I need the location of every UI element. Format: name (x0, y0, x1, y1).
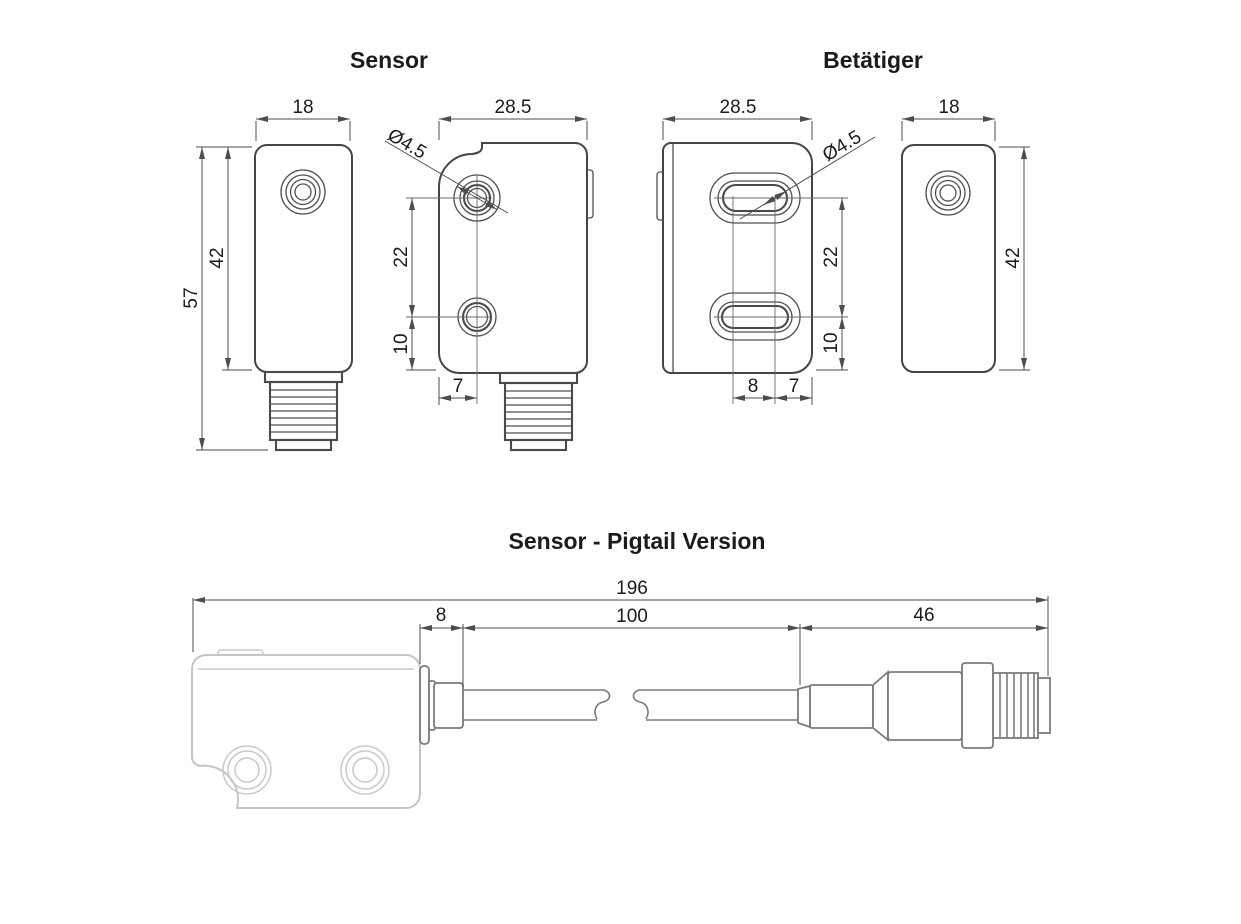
lens-ring (294, 183, 312, 201)
actuator-side-dimensions: 18 42 (901, 97, 1030, 371)
dim-pigtail-connector-length: 46 (913, 605, 934, 626)
connector-tip (1037, 677, 1051, 734)
pigtail-view: 196 8 100 46 (191, 578, 1051, 809)
connector-threads (505, 390, 572, 434)
connector-neck (263, 370, 344, 384)
sensor-front-view: 28.5 Ø4.5 22 10 7 (384, 97, 594, 452)
dim-sensor-side-width: 18 (292, 97, 313, 118)
dim-sensor-hole-diameter: Ø4.5 (384, 125, 430, 164)
pigtail-hole-left (222, 745, 272, 795)
dim-sensor-hole-bottom-offset: 10 (391, 333, 412, 354)
dim-sensor-hole-side-offset: 7 (453, 376, 464, 397)
slot-diameter-leader (739, 136, 876, 220)
actuator-side-view: 18 42 (901, 97, 1030, 373)
sensor-side-dimensions: 18 57 42 (181, 97, 351, 451)
pigtail-cable (463, 689, 798, 721)
connector-tip (509, 438, 568, 452)
dim-pigtail-cable-length: 100 (616, 606, 648, 627)
gland-body (433, 682, 464, 729)
dim-sensor-front-width: 28.5 (495, 97, 532, 118)
pigtail-dimensions: 196 8 100 46 (192, 578, 1049, 687)
dim-actuator-slot-bottom-offset: 10 (821, 332, 842, 353)
pigtail-cable-gland (419, 665, 464, 745)
actuator-front-view: 28.5 Ø4.5 22 10 8 7 (656, 97, 876, 405)
pigtail-title: Sensor - Pigtail Version (509, 528, 766, 554)
pigtail-hole-right (340, 745, 390, 795)
dim-pigtail-total-length: 196 (616, 578, 648, 599)
sensor-side-connector (263, 370, 344, 452)
sensor-front-side-tab (587, 169, 594, 219)
connector-hex-nut (961, 662, 994, 749)
dim-actuator-slot-diameter: Ø4.5 (819, 127, 865, 166)
connector-body (887, 671, 963, 741)
cable-break-right (632, 689, 649, 720)
dim-pigtail-gland-length: 8 (436, 605, 447, 626)
dim-sensor-side-total-height: 57 (181, 287, 202, 308)
dim-actuator-slot-side-offset: 7 (789, 376, 800, 397)
sensor-front-body-outline (438, 142, 588, 374)
dim-actuator-side-width: 18 (938, 97, 959, 118)
pigtail-body-top-tab (217, 649, 264, 655)
dim-actuator-front-width: 28.5 (720, 97, 757, 118)
dim-sensor-hole-spacing: 22 (391, 246, 412, 267)
sensor-title: Sensor (350, 47, 428, 73)
lens-ring (289, 178, 317, 206)
dim-actuator-side-height: 42 (1003, 247, 1024, 268)
pigtail-connector (797, 662, 1051, 749)
sensor-side-view: 18 57 42 (181, 97, 353, 452)
connector-tip (274, 438, 333, 452)
dim-actuator-slot-length: 8 (748, 376, 759, 397)
dim-actuator-slot-spacing: 22 (821, 246, 842, 267)
connector-ferrule (797, 684, 811, 729)
connector-boot (809, 684, 874, 729)
dim-sensor-side-body-height: 42 (207, 247, 228, 268)
cable-break-left (594, 689, 611, 720)
connector-taper (872, 670, 889, 742)
gland-flange (419, 665, 430, 745)
sensor-front-connector (498, 371, 579, 452)
lens-ring (285, 174, 321, 210)
connector-neck (498, 371, 579, 385)
pigtail-body-outline (191, 654, 421, 809)
actuator-front-side-tab (656, 171, 663, 221)
connector-threads (270, 389, 337, 433)
actuator-title: Betätiger (823, 47, 923, 73)
actuator-side-body-outline (901, 144, 996, 373)
connector-thread-section (992, 672, 1039, 739)
lens-ring (280, 169, 326, 215)
sensor-side-lens (280, 169, 326, 215)
actuator-side-lens (925, 170, 971, 216)
